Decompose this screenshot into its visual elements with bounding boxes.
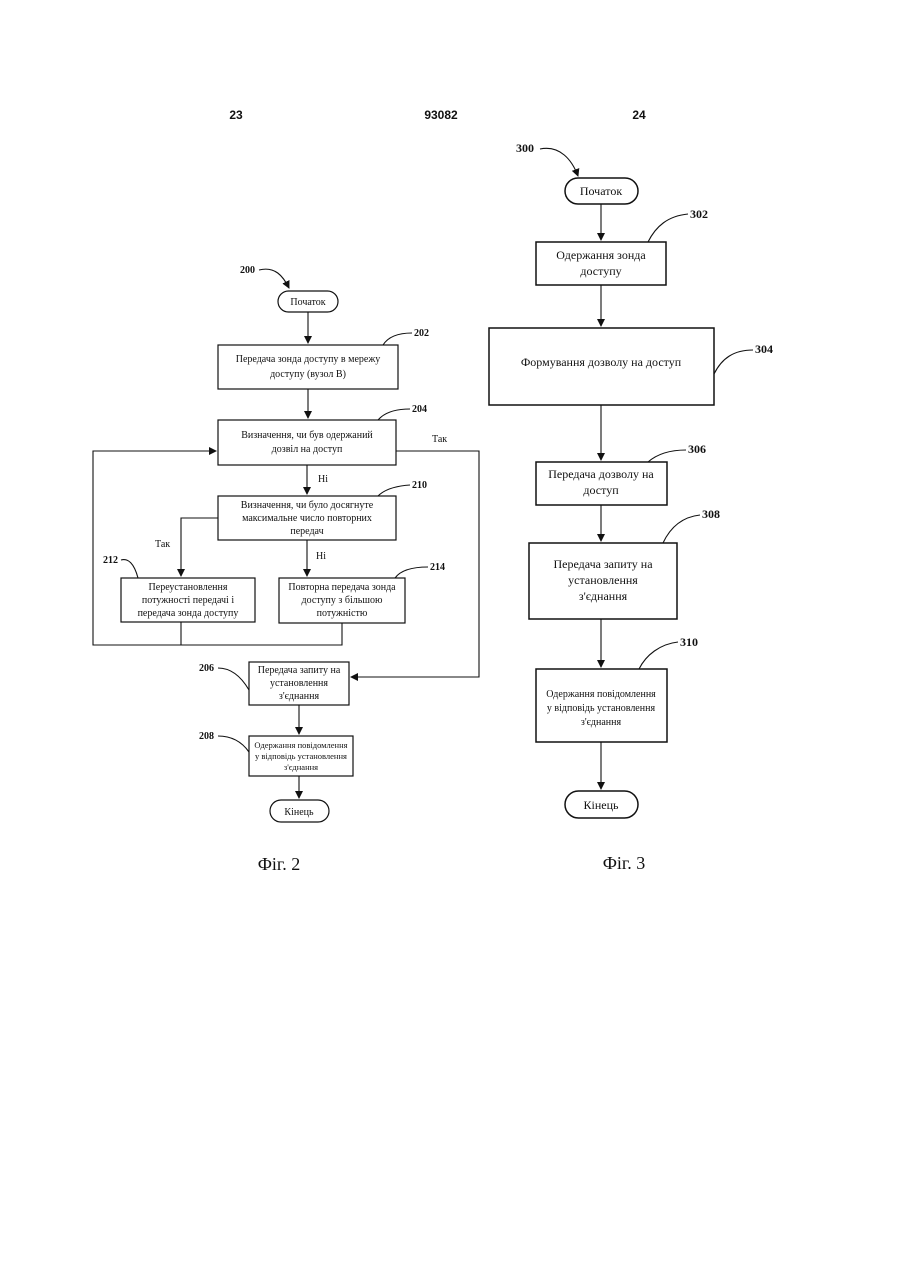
ref-206-leader — [218, 668, 249, 690]
fig2-receive-response-line1: Одержання повідомлення — [254, 740, 347, 750]
page-number-right: 24 — [632, 108, 646, 122]
fig3-send-request-line3: з'єднання — [579, 589, 628, 603]
fig2-receive-response-line3: з'єднання — [284, 762, 318, 772]
fig3-receive-probe-line1: Одержання зонда — [556, 248, 646, 262]
fig3-receive-response-line1: Одержання повідомлення — [546, 689, 656, 700]
fig2-reset-line3: передача зонда доступу — [138, 608, 239, 619]
fig2-retransmit-line3: потужністю — [317, 608, 368, 619]
fig3-form-grant-line1: Формування дозволу на доступ — [521, 355, 682, 369]
ref-202-leader — [383, 333, 412, 345]
fig2-send-request-line1: Передача запиту на — [258, 665, 341, 676]
fig2-determine-max-line1: Визначення, чи було досягнуте — [241, 500, 374, 511]
fig2-label-yes-grant: Так — [432, 434, 447, 445]
ref-204-leader — [378, 409, 410, 420]
ref-306-leader — [648, 450, 686, 462]
fig3-receive-response-line3: з'єднання — [581, 717, 622, 728]
fig2-retransmit-line2: доступу з більшою — [302, 595, 383, 606]
fig2-send-probe-line1: Передача зонда доступу в мережу — [236, 354, 381, 365]
fig2-reset-line2: потужності передачі і — [142, 595, 234, 606]
fig2-determine-grant-line1: Визначення, чи був одержаний — [241, 430, 373, 441]
fig3-end-label: Кінець — [584, 798, 620, 812]
ref-200: 200 — [240, 265, 255, 276]
fig2-send-probe-line2: доступу (вузол В) — [270, 369, 346, 380]
ref-300-leader — [540, 148, 578, 176]
ref-308: 308 — [702, 507, 720, 521]
fig2-caption: Фіг. 2 — [258, 854, 301, 874]
ref-304-leader — [714, 350, 753, 374]
ref-212-leader — [121, 560, 138, 578]
fig3-caption: Фіг. 3 — [603, 853, 646, 873]
ref-306: 306 — [688, 442, 706, 456]
ref-300: 300 — [516, 141, 534, 155]
fig2-label-yes-max: Так — [155, 539, 170, 550]
fig2-receive-response-line2: у відповідь установлення — [255, 751, 347, 761]
ref-214-leader — [395, 567, 428, 578]
ref-204: 204 — [412, 404, 427, 415]
fig3-send-grant-line1: Передача дозволу на — [548, 467, 654, 481]
ref-310: 310 — [680, 635, 698, 649]
fig2-determine-max-line3: передач — [290, 526, 323, 537]
fig2-determine-max-line2: максимальне число повторних — [242, 513, 372, 524]
fig2-reset-line1: Переустановлення — [149, 582, 228, 593]
fig3-start-label: Початок — [580, 184, 622, 198]
fig2-label-no-max: Ні — [316, 551, 326, 562]
page-number-left: 23 — [229, 108, 243, 122]
fig2-box-send-probe — [218, 345, 398, 389]
fig2-box-determine-grant — [218, 420, 396, 465]
fig3-send-request-line2: установлення — [568, 573, 638, 587]
fig3-receive-probe-line2: доступу — [580, 264, 621, 278]
fig2-path-yes-to-212 — [181, 518, 218, 576]
figure-3: 300 Початок Одержання зонда доступу 302 … — [489, 141, 773, 873]
fig2-send-request-line2: установлення — [270, 678, 328, 689]
ref-212: 212 — [103, 555, 118, 566]
ref-200-leader — [259, 269, 289, 288]
ref-202: 202 — [414, 328, 429, 339]
ref-208-leader — [218, 736, 249, 752]
fig3-receive-response-line2: у відповідь установлення — [547, 703, 656, 714]
fig2-loop-from-214 — [181, 623, 342, 645]
fig2-retransmit-line1: Повторна передача зонда — [288, 582, 396, 593]
fig2-send-request-line3: з'єднання — [279, 691, 320, 702]
ref-302-leader — [648, 214, 688, 242]
fig2-label-no-grant: Ні — [318, 474, 328, 485]
ref-214: 214 — [430, 562, 445, 573]
ref-310-leader — [639, 642, 678, 669]
ref-206: 206 — [199, 663, 214, 674]
ref-210: 210 — [412, 480, 427, 491]
fig3-send-request-line1: Передача запиту на — [553, 557, 653, 571]
fig2-start-label: Початок — [290, 297, 325, 308]
fig2-end-label: Кінець — [284, 807, 314, 818]
fig2-determine-grant-line2: дозвіл на доступ — [272, 444, 343, 455]
figure-2: 200 Початок Передача зонда доступу в мер… — [93, 265, 479, 874]
ref-304: 304 — [755, 342, 773, 356]
ref-308-leader — [663, 515, 700, 543]
patent-number: 93082 — [424, 108, 458, 122]
fig3-send-grant-line2: доступ — [583, 483, 619, 497]
ref-302: 302 — [690, 207, 708, 221]
ref-208: 208 — [199, 731, 214, 742]
ref-210-leader — [378, 485, 410, 496]
